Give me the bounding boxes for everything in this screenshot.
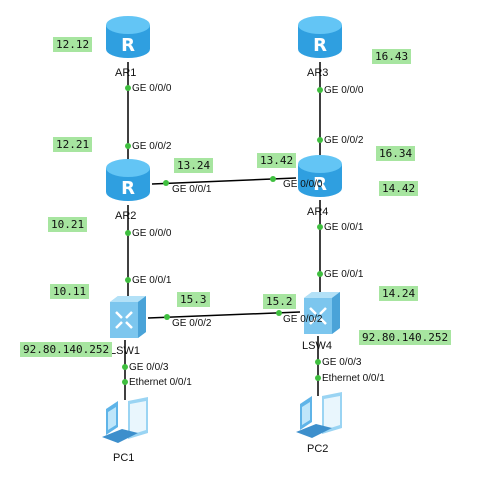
port-dot <box>317 87 323 93</box>
ip-tag: 12.12 <box>53 37 93 52</box>
ip-tag: 10.11 <box>50 284 90 299</box>
port-label: GE 0/0/1 <box>132 275 172 286</box>
router-ar1[interactable]: R <box>104 14 152 67</box>
ip-tag: 15.2 <box>263 294 296 309</box>
router-icon: R <box>298 16 342 58</box>
ip-tag: 14.24 <box>379 286 419 301</box>
port-dot <box>122 364 128 370</box>
svg-text:R: R <box>313 35 327 56</box>
ip-tag: 12.21 <box>53 137 93 152</box>
device-label-ar4: AR4 <box>307 206 329 218</box>
port-dot <box>125 230 131 236</box>
switch-lsw4[interactable] <box>300 292 344 341</box>
port-dot <box>270 176 276 182</box>
port-dot <box>317 224 323 230</box>
ip-tag: 92.80.140.252 <box>20 342 113 357</box>
port-label: GE 0/0/1 <box>172 184 212 195</box>
router-icon: R <box>298 155 342 197</box>
pc-pc2[interactable] <box>294 392 348 445</box>
port-label: GE 0/0/0 <box>132 83 172 94</box>
device-label-pc1: PC1 <box>113 452 135 464</box>
ip-tag: 13.24 <box>174 158 214 173</box>
port-label: Ethernet 0/0/1 <box>129 377 192 388</box>
port-dot <box>315 359 321 365</box>
router-ar3[interactable]: R <box>296 14 344 67</box>
switch-icon <box>304 292 340 334</box>
ip-tag: 92.80.140.252 <box>359 330 452 345</box>
device-label-lsw4: LSW4 <box>302 340 332 352</box>
ip-tag: 10.21 <box>48 217 88 232</box>
ip-tag: 16.43 <box>372 49 412 64</box>
port-label: Ethernet 0/0/1 <box>322 373 385 384</box>
port-dot <box>163 180 169 186</box>
port-label: GE 0/0/3 <box>322 357 362 368</box>
port-dot <box>317 271 323 277</box>
computer-icon <box>296 392 342 438</box>
port-label: GE 0/0/3 <box>129 362 169 373</box>
router-icon: R <box>106 16 150 58</box>
device-label-ar2: AR2 <box>115 210 137 222</box>
device-label-ar1: AR1 <box>115 67 137 79</box>
router-ar2[interactable]: R <box>104 157 152 210</box>
port-label: GE 0/0/1 <box>324 269 364 280</box>
port-dot <box>276 310 282 316</box>
port-label: GE 0/0/0 <box>132 228 172 239</box>
ip-tag: 16.34 <box>376 146 416 161</box>
device-label-pc2: PC2 <box>307 443 329 455</box>
computer-icon <box>102 397 148 443</box>
port-dot <box>317 137 323 143</box>
port-dot <box>125 277 131 283</box>
port-dot <box>122 379 128 385</box>
ip-tag: 14.42 <box>379 181 419 196</box>
svg-text:R: R <box>121 35 135 56</box>
port-dot <box>125 143 131 149</box>
port-label: GE 0/0/2 <box>172 318 212 329</box>
port-label: GE 0/0/2 <box>132 141 172 152</box>
port-label: GE 0/0/2 <box>283 314 323 325</box>
port-label: GE 0/0/0 <box>283 179 323 190</box>
port-label: GE 0/0/0 <box>324 85 364 96</box>
router-ar4[interactable]: R <box>296 153 344 206</box>
switch-icon <box>110 296 146 338</box>
pc-pc1[interactable] <box>100 397 154 450</box>
switch-lsw1[interactable] <box>106 296 150 345</box>
device-label-ar3: AR3 <box>307 67 329 79</box>
ip-tag: 13.42 <box>257 153 297 168</box>
svg-text:R: R <box>121 178 135 199</box>
svg-text:R: R <box>313 174 327 195</box>
router-icon: R <box>106 159 150 201</box>
port-label: GE 0/0/1 <box>324 222 364 233</box>
port-dot <box>315 375 321 381</box>
device-label-lsw1: LSW1 <box>110 345 140 357</box>
port-dot <box>125 85 131 91</box>
ip-tag: 15.3 <box>177 292 210 307</box>
port-label: GE 0/0/2 <box>324 135 364 146</box>
link-lsw1-lsw4 <box>147 311 301 319</box>
port-dot <box>164 314 170 320</box>
